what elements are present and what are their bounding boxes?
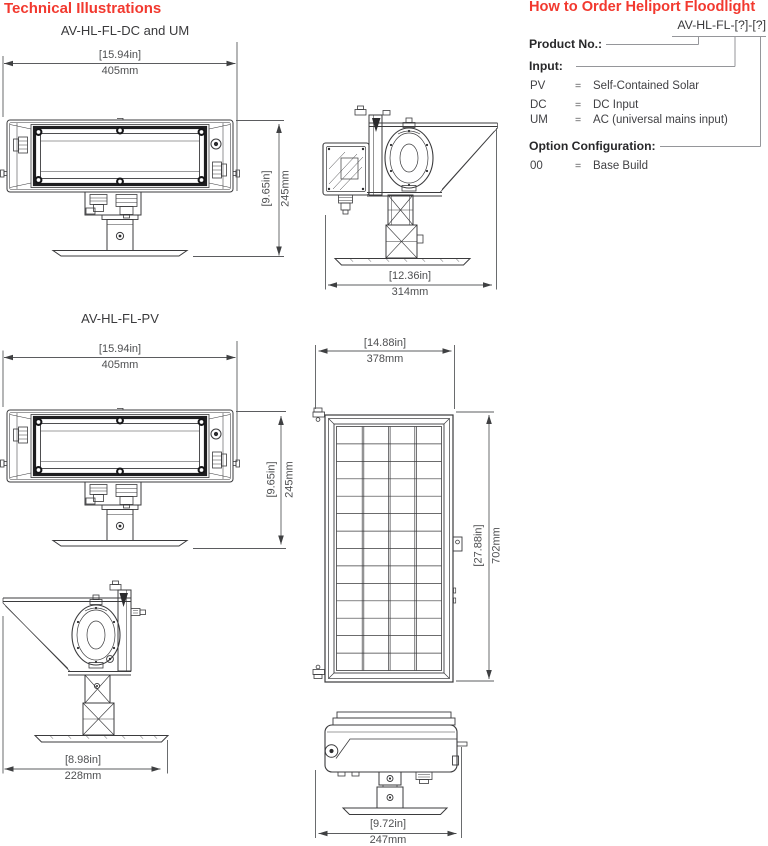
option-code: UM [530,113,548,126]
product-code: AV-HL-FL-[?]-[?] [677,18,766,32]
pv-unit-side-view [324,711,468,815]
input-option-um: UM = AC (universal mains input) [530,114,728,126]
dim-pv-top-width-mm: 247mm [369,834,407,846]
dim-depth-pv-in: [8.98in] [64,753,102,766]
dim-depth-dc-mm: 314mm [391,286,429,298]
option-configuration-label: Option Configuration: [529,138,656,153]
technical-illustrations-heading: Technical Illustrations [4,0,162,17]
front-view-dc-um [0,116,242,258]
dim-pv-top-width-in: [9.72in] [369,818,407,830]
side-view-pv [2,580,170,743]
variant-label-pv: AV-HL-FL-PV [81,311,159,326]
dim-panel-width-in: [14.88in] [363,337,407,349]
dim-front-height-mm: 245mm [279,170,292,207]
equals-sign: = [575,159,582,172]
input-label: Input: [529,59,563,73]
dim-front-height-in: [9.65in] [260,170,273,207]
dim-panel-height-in: [27.88in] [472,524,485,567]
option-code: PV [530,80,546,92]
dim-front-height-pv-mm: 245mm [283,461,296,498]
dim-panel-width-mm: 378mm [366,352,404,365]
dim-front-height-pv-in: [9.65in] [265,461,278,498]
option-desc: Self-Contained Solar [593,80,700,92]
side-view-dc-um [322,105,498,266]
equals-sign: = [575,80,582,92]
input-option-dc: DC = DC Input [530,99,638,111]
input-option-pv: PV = Self-Contained Solar [530,80,699,92]
option-desc: DC Input [593,99,639,111]
dim-depth-dc-in: [12.36in] [388,270,432,282]
order-leader-lines [576,36,766,147]
dim-front-width-pv-in: [15.94in] [98,342,142,355]
option-desc: Base Build [593,159,648,172]
option-code: 00 [530,159,543,172]
equals-sign: = [575,99,582,111]
dimension-lines [2,42,497,838]
dim-front-width-pv-mm: 405mm [101,358,139,371]
dim-panel-height-mm: 702mm [490,527,503,564]
how-to-order-heading: How to Order Heliport Floodlight [529,0,756,15]
option-desc: AC (universal mains input) [593,113,728,126]
dim-depth-pv-mm: 228mm [64,770,102,782]
dim-front-width-mm: 405mm [101,65,139,77]
product-no-label: Product No.: [529,36,603,51]
variant-label-dc-um: AV-HL-FL-DC and UM [60,23,190,38]
solar-panel-front-view [312,407,463,683]
option-code: DC [530,99,547,111]
equals-sign: = [575,113,582,126]
dim-front-width-in: [15.94in] [98,49,142,61]
front-view-pv [0,406,242,548]
option-config-base-build: 00 = Base Build [530,160,648,172]
